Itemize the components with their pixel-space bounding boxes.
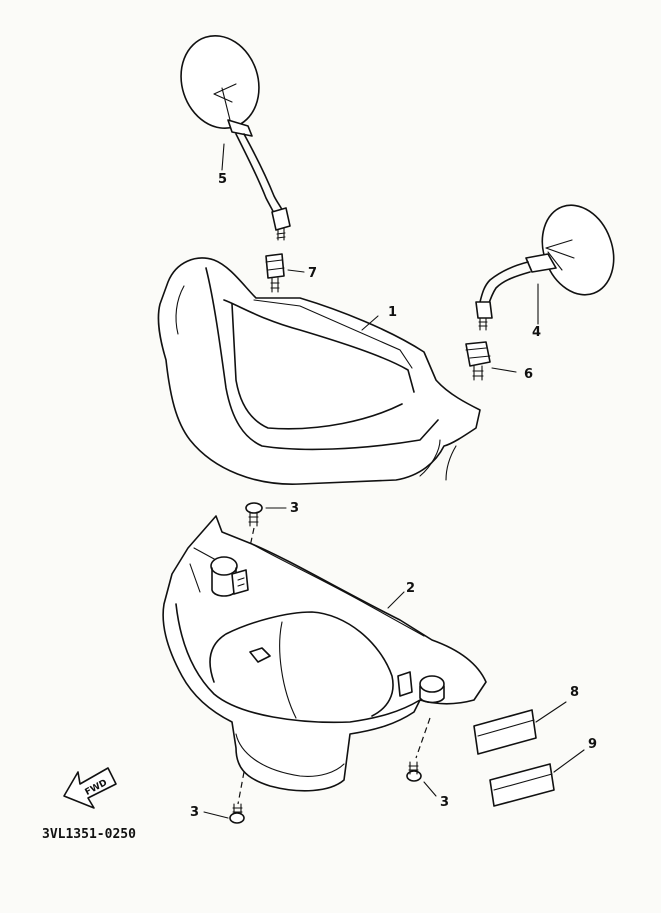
- decal-part-8: [473, 709, 537, 755]
- diagram-code: 3VL1351-0250: [42, 827, 136, 842]
- callout-5: 5: [218, 172, 227, 187]
- leader-lines: [203, 143, 585, 819]
- callout-3-top: 3: [290, 501, 299, 516]
- callout-1: 1: [388, 305, 397, 320]
- callout-8: 8: [570, 685, 579, 700]
- callout-2: 2: [406, 581, 415, 596]
- screw-bottom: [229, 771, 245, 824]
- callout-3-right: 3: [440, 795, 449, 810]
- handlebar-cover-upper: [157, 257, 481, 485]
- callout-9: 9: [588, 737, 597, 752]
- nut-part-7: [265, 253, 285, 293]
- decal-part-9: [489, 763, 555, 807]
- handlebar-cover-lower: [162, 515, 487, 792]
- nut-part-6: [465, 341, 491, 381]
- callout-7: 7: [308, 266, 317, 281]
- screw-right: [406, 717, 431, 782]
- mirror-left: [180, 34, 291, 241]
- callout-4: 4: [532, 325, 541, 340]
- callout-3-bottom: 3: [190, 805, 199, 820]
- mirror-right: [475, 204, 615, 331]
- callout-6: 6: [524, 367, 533, 382]
- forward-arrow-icon: FWD: [63, 767, 117, 809]
